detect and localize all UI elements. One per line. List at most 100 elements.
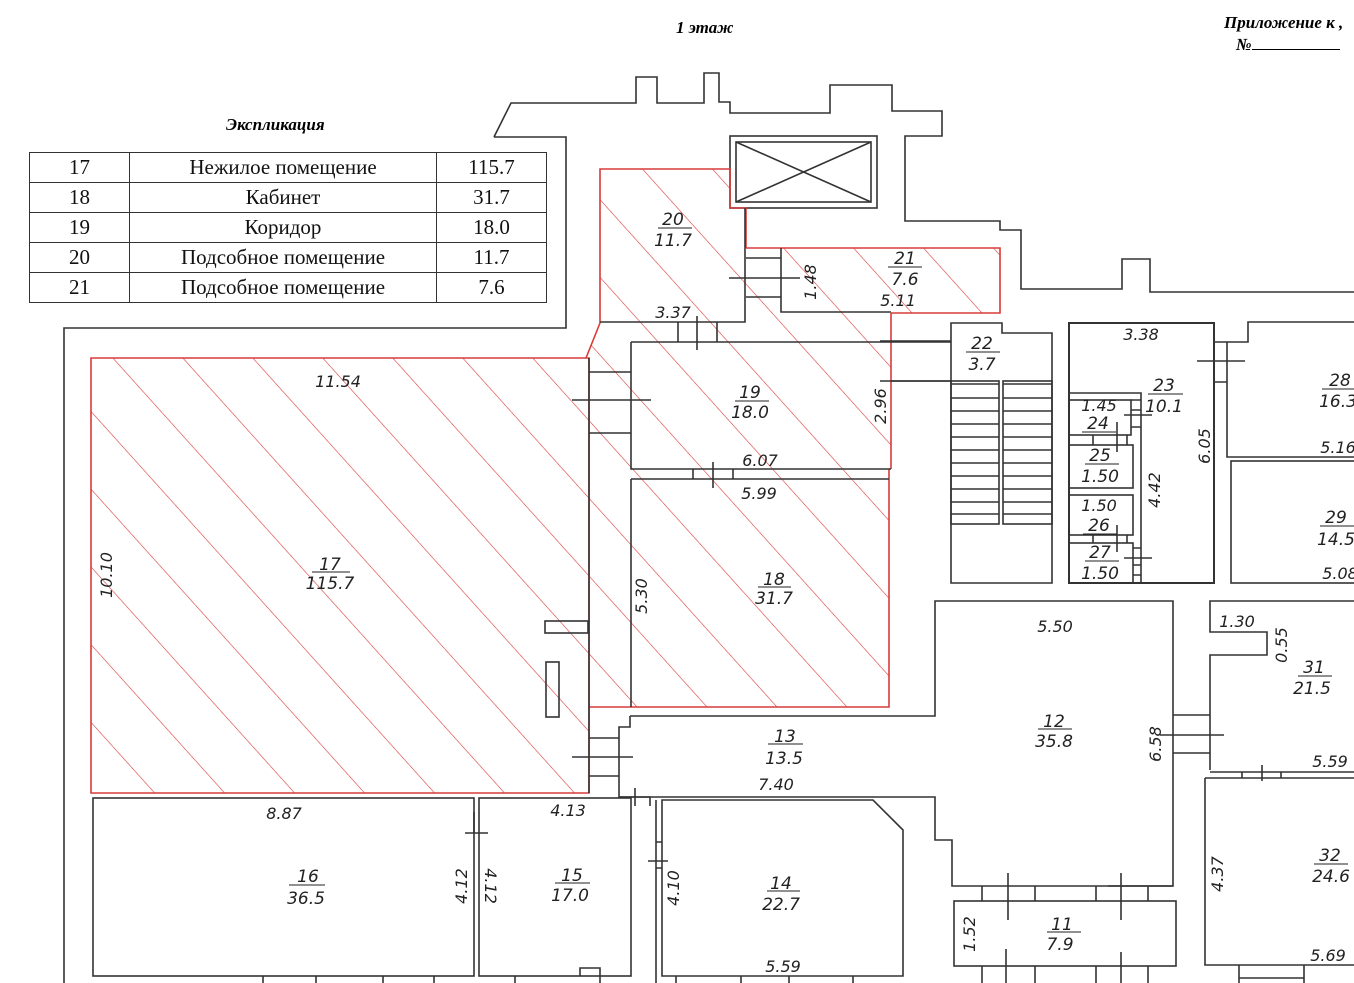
- dimension-label: 3.37: [655, 303, 691, 322]
- room-21-border: [746, 247, 1001, 314]
- room-number: 24: [1087, 414, 1109, 434]
- elevator-shaft-icon: [729, 135, 878, 209]
- dimension-label: 11.54: [315, 372, 361, 391]
- room-label-19: 19 18.0: [731, 383, 769, 423]
- dimension-label: 6.05: [1195, 428, 1214, 464]
- room-label-23: 23 10.1: [1145, 376, 1183, 417]
- room-area: 31.7: [755, 589, 793, 609]
- dimension-label: 1.30: [1219, 612, 1255, 631]
- room-area: 11.7: [654, 231, 692, 251]
- room-label-27: 27 1.50: [1081, 543, 1119, 584]
- room-number: 26: [1088, 516, 1110, 536]
- appendix-number: №: [1224, 34, 1343, 56]
- room-20-border: [599, 168, 747, 323]
- table-row: 20 Подсобное помещение 11.7: [29, 242, 547, 273]
- room-area: 24.6: [1312, 867, 1350, 887]
- room-number: 12: [1043, 712, 1065, 732]
- room-name-cell: Кабинет: [129, 182, 437, 213]
- floor-title: 1 этаж: [676, 18, 734, 37]
- room-label-28: 28 16.3: [1319, 371, 1354, 412]
- room-area: 7.9: [1046, 935, 1073, 955]
- room-name-cell: Подсобное помещение: [129, 272, 437, 303]
- dimension-label: 5.69: [1310, 946, 1346, 965]
- dimension-label: 4.10: [664, 870, 683, 906]
- room-number: 21: [894, 249, 916, 269]
- dimension-label: 3.38: [1123, 325, 1159, 344]
- dimension-label: 2.96: [871, 388, 890, 424]
- appendix-label: Приложение к ,: [1224, 13, 1344, 32]
- room-area: 13.5: [765, 749, 803, 769]
- room-label-24: 24: [1082, 414, 1116, 434]
- room-number-cell: 20: [29, 242, 130, 273]
- dimension-label: 7.40: [758, 775, 794, 794]
- room-area-cell: 7.6: [436, 272, 547, 303]
- room-label-15: 15 17.0: [551, 866, 590, 906]
- room-number: 18: [763, 570, 785, 590]
- room-label-29: 29 14.5: [1317, 508, 1354, 550]
- dimension-label: 1.50: [1081, 496, 1117, 515]
- dimension-label: 1.52: [960, 916, 979, 952]
- dimension-label: 1.45: [1081, 396, 1117, 415]
- dimension-label: 5.99: [741, 484, 777, 503]
- room-number: 28: [1329, 371, 1351, 391]
- dimension-label: 5.59: [1312, 752, 1348, 771]
- room-number: 22: [971, 334, 993, 354]
- room-label-31: 31 21.5: [1293, 658, 1332, 699]
- dimension-label: 5.50: [1037, 617, 1073, 636]
- room-label-26: 26: [1083, 516, 1117, 536]
- table-row: 21 Подсобное помещение 7.6: [29, 272, 547, 303]
- dimension-label: 6.58: [1146, 726, 1165, 762]
- dimension-label: 6.07: [742, 451, 778, 470]
- room-area: 18.0: [731, 403, 769, 423]
- building-outline: [63, 72, 1354, 983]
- dimension-label: 4.37: [1208, 855, 1227, 891]
- room-number: 17: [319, 555, 341, 575]
- room-number: 14: [770, 874, 792, 894]
- room-name-cell: Подсобное помещение: [129, 242, 437, 273]
- room-number: 29: [1325, 508, 1347, 528]
- room-number: 32: [1319, 846, 1341, 866]
- hatch-area: [91, 169, 1000, 793]
- room-area: 22.7: [762, 895, 800, 915]
- room-number-cell: 19: [29, 212, 130, 243]
- room-label-13: 13 13.5: [765, 727, 803, 769]
- room-area-cell: 18.0: [436, 212, 547, 243]
- room-number: 11: [1051, 915, 1073, 935]
- room-area: 35.8: [1035, 732, 1073, 752]
- table-row: 19 Коридор 18.0: [29, 212, 547, 243]
- dimension-label: 4.12: [452, 868, 471, 904]
- explication-table: 17 Нежилое помещение 115.7 18 Кабинет 31…: [29, 152, 547, 303]
- room-area: 7.6: [891, 270, 918, 290]
- room-area: 21.5: [1293, 679, 1331, 699]
- dimension-label: 5.16: [1320, 438, 1354, 457]
- dimension-label: 10.10: [97, 552, 116, 598]
- room-number: 19: [739, 383, 761, 403]
- table-row: 18 Кабинет 31.7: [29, 182, 547, 213]
- room-number: 31: [1303, 658, 1325, 678]
- dimension-label: 0.55: [1272, 627, 1291, 663]
- room-label-22: 22 3.7: [966, 334, 1000, 375]
- highlighted-premises: [90, 168, 1001, 794]
- room-label-16: 16 36.5: [287, 867, 325, 909]
- room-number-cell: 17: [29, 152, 130, 183]
- dimension-label: 4.12: [481, 868, 500, 904]
- room-number: 16: [297, 867, 319, 887]
- room-number: 23: [1153, 376, 1175, 396]
- dimension-label: 5.11: [880, 291, 916, 310]
- room-number: 13: [774, 727, 796, 747]
- room-area: 115.7: [306, 574, 355, 594]
- number-blank-line: [1251, 35, 1340, 50]
- room-number-cell: 18: [29, 182, 130, 213]
- room-name-cell: Коридор: [129, 212, 437, 243]
- room-number: 25: [1089, 446, 1111, 466]
- explication-title: Экспликация: [226, 115, 325, 134]
- dimension-label: 1.48: [801, 264, 820, 300]
- dimension-label: 5.08: [1322, 564, 1354, 583]
- room-area: 16.3: [1319, 392, 1354, 412]
- dimension-labels: 11.54 10.10 6.07 2.96 5.99 5.30 3.37 1.4…: [97, 264, 1354, 976]
- dimension-label: 5.59: [765, 957, 801, 976]
- interior-walls: [92, 208, 1354, 983]
- room-label-32: 32 24.6: [1312, 846, 1350, 887]
- room-label-25: 25 1.50: [1081, 446, 1119, 487]
